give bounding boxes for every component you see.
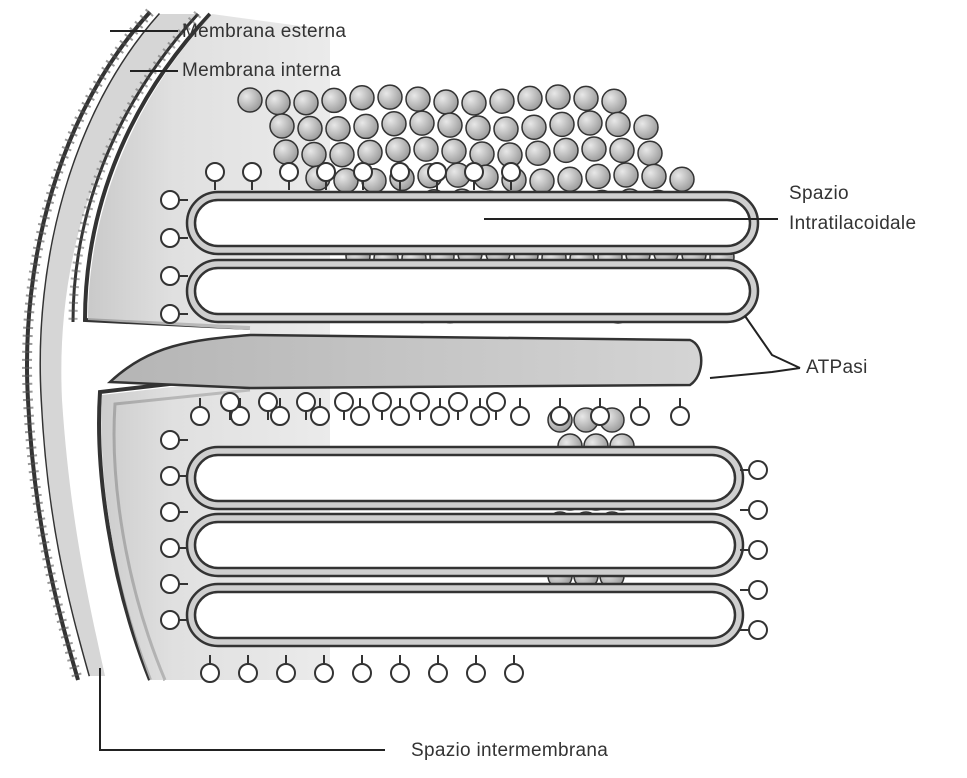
atpase-knob <box>466 116 490 140</box>
atpase-knob <box>602 89 626 113</box>
atpase-knob <box>462 91 486 115</box>
atpase-knob <box>294 91 318 115</box>
atpase-knob <box>350 86 374 110</box>
label-spazio-intratilacoidale-line2: Intratilacoidale <box>789 213 916 235</box>
label-membrana-interna: Membrana interna <box>182 60 341 82</box>
atpase-knob <box>358 140 382 164</box>
atpase-knob <box>634 115 658 139</box>
atpase-knob <box>558 167 582 191</box>
leader-atpasi-lower <box>710 368 800 378</box>
atpase-knob <box>642 164 666 188</box>
atpase-knob <box>546 85 570 109</box>
atpase-knob <box>438 113 462 137</box>
atpase-knob <box>330 143 354 167</box>
atpase-knob <box>582 137 606 161</box>
label-spazio-intermembrana: Spazio intermembrana <box>411 740 608 762</box>
atpase-knob <box>378 85 402 109</box>
thylakoid-disc <box>187 447 743 509</box>
atpase-knob <box>274 140 298 164</box>
label-spazio-intratilacoidale-line1: Spazio <box>789 183 849 205</box>
atpase-knob <box>266 91 290 115</box>
atpase-knob <box>554 138 578 162</box>
atpase-knob <box>610 138 634 162</box>
thylakoid-disc <box>187 260 758 322</box>
atpase-knob <box>526 141 550 165</box>
atpase-knob <box>270 114 294 138</box>
atpase-knob <box>322 88 346 112</box>
atpase-knob <box>354 114 378 138</box>
label-atpasi: ATPasi <box>806 357 868 379</box>
label-membrana-esterna: Membrana esterna <box>182 21 346 43</box>
atpase-knob <box>414 137 438 161</box>
atpase-knob <box>606 112 630 136</box>
atpase-knob <box>518 86 542 110</box>
atpase-knob <box>530 169 554 193</box>
atpase-knob <box>574 86 598 110</box>
atpase-knob <box>386 138 410 162</box>
thylakoid-disc <box>187 514 743 576</box>
atpase-knob <box>578 111 602 135</box>
atpase-knob <box>614 163 638 187</box>
atpase-knob <box>490 89 514 113</box>
atpase-knob <box>406 87 430 111</box>
atpase-knob <box>382 112 406 136</box>
atpase-knob <box>670 167 694 191</box>
thylakoid-disc <box>187 192 758 254</box>
atpase-knob <box>298 117 322 141</box>
atpase-knob <box>494 117 518 141</box>
thylakoid-disc <box>187 584 743 646</box>
atpase-knob <box>522 115 546 139</box>
stroma-lamella <box>110 335 701 388</box>
atpase-knob <box>638 141 662 165</box>
leader-atpasi-upper <box>745 316 800 368</box>
atpase-knob <box>326 117 350 141</box>
atpase-knob <box>410 111 434 135</box>
atpase-knob <box>550 112 574 136</box>
atpase-knob <box>238 88 262 112</box>
atpase-knob <box>586 164 610 188</box>
atpase-knob <box>442 139 466 163</box>
atpase-knob <box>434 90 458 114</box>
